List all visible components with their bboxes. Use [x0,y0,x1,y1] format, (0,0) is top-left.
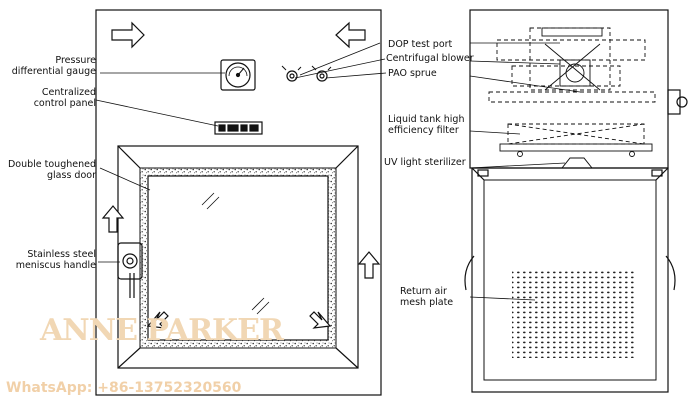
arrow-right-icon [111,21,145,49]
leader-lines-right [469,42,581,301]
meniscus-handle-icon [117,242,143,298]
side-view [464,9,688,393]
hepa-filter-icon [499,123,653,157]
arrow-left-icon [335,21,366,49]
label-dop-port: DOP test port [388,39,453,50]
control-panel-icon [214,121,263,135]
labels-middle: DOP test port Centrifugal blower PAO spr… [384,39,474,308]
dop-port-icon [281,65,332,82]
arrow-down-right-icon [309,311,332,329]
front-view [95,9,382,396]
uv-lamp-icon [561,157,593,169]
leader-lines-left [95,42,387,263]
glass-door [117,145,359,369]
watermark-brand: ANNE PARKER [39,313,285,348]
watermark-whatsapp: WhatsApp: +86-13752320560 [6,380,242,396]
mesh-plate-icon [512,270,636,358]
pressure-gauge-icon [220,59,256,91]
arrow-up-icon [357,251,381,279]
side-handle-icon [665,255,676,291]
arrow-down-left-icon [146,311,169,329]
watermark: ANNE PARKER WhatsApp: +86-13752320560 [6,313,286,396]
cabinet-front [95,9,382,396]
lower-housing [471,167,669,393]
side-handle-icon [464,255,475,291]
arrow-up-icon [101,205,125,233]
label-uv: UV light sterilizer [384,157,466,168]
label-pao: PAO sprue [388,68,437,79]
label-blower: Centrifugal blower [386,53,474,64]
side-knob-icon [667,89,688,115]
